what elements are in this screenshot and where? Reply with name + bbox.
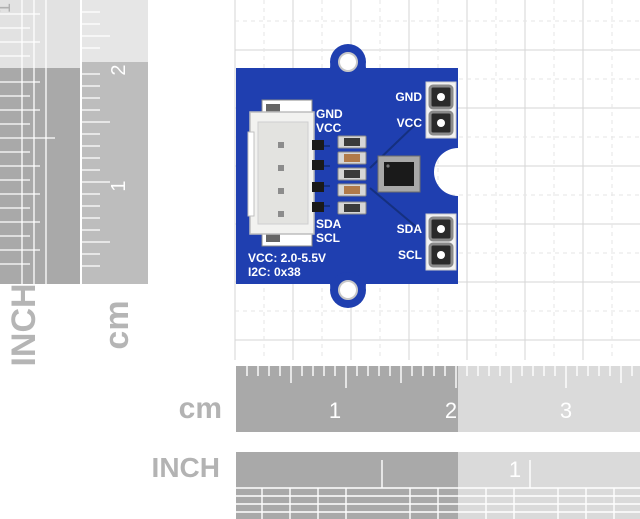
connector-label-vcc: VCC	[316, 121, 342, 135]
vertical-cm-label: cm	[98, 300, 136, 349]
cm-number-2: 2	[445, 398, 457, 423]
info-vcc-range: VCC: 2.0-5.5V	[248, 251, 326, 265]
pad-label-sda: SDA	[397, 222, 423, 236]
sensor-chip	[377, 155, 421, 193]
connector-label-gnd: GND	[316, 107, 343, 121]
connector-label-sda: SDA	[316, 217, 342, 231]
pad-label-vcc: VCC	[397, 116, 423, 130]
mounting-hole-bottom	[338, 280, 358, 300]
horizontal-inch-ruler: 1 INCH	[152, 452, 640, 519]
info-i2c-address: I2C: 0x38	[248, 265, 301, 279]
grove-connector	[247, 99, 315, 247]
inch-number-1: 1	[509, 457, 521, 482]
mounting-hole-top	[338, 52, 358, 72]
passive-components	[312, 135, 367, 215]
pin-headers	[425, 81, 457, 271]
pad-label-gnd: GND	[395, 90, 422, 104]
cm-number-1: 1	[329, 398, 341, 423]
cm-number-3: 3	[560, 398, 572, 423]
connector-label-scl: SCL	[316, 231, 340, 245]
vertical-cm-number-1: 1	[108, 180, 130, 191]
vertical-inch-ruler: 1 INCH	[0, 0, 80, 367]
vertical-inch-number: 1	[0, 3, 14, 13]
sensor-board: GND VCC SDA SCL	[236, 44, 458, 308]
vertical-inch-label: INCH	[5, 283, 43, 366]
vertical-cm-number-2: 2	[108, 64, 130, 75]
horizontal-cm-ruler: 1 2 3 cm	[179, 366, 640, 432]
cm-label: cm	[179, 392, 222, 425]
pad-label-scl: SCL	[398, 248, 422, 262]
vertical-cm-ruler: 1 2 cm	[82, 0, 148, 350]
inch-label: INCH	[152, 452, 220, 483]
